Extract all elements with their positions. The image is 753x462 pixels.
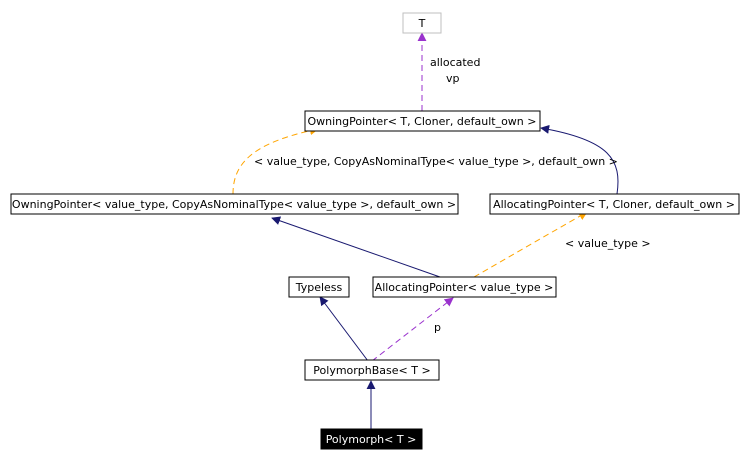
edge-allocating-cloner-to-owning-cloner: [540, 124, 619, 195]
node-t-label: T: [418, 17, 426, 30]
node-owning-pointer-value[interactable]: OwningPointer< value_type, CopyAsNominal…: [10, 193, 459, 215]
edge-polymorphbase-to-allocating-value: [371, 297, 454, 362]
node-polymorph[interactable]: Polymorph< T >: [320, 428, 423, 450]
edge-label-allocating-template-args: < value_type >: [565, 237, 651, 250]
node-allocating-pointer-cloner-label: AllocatingPointer< T, Cloner, default_ow…: [493, 198, 735, 211]
node-owning-pointer-cloner[interactable]: OwningPointer< T, Cloner, default_own >: [304, 110, 541, 132]
node-typeless[interactable]: Typeless: [288, 276, 350, 298]
edge-label-owning-template-args: < value_type, CopyAsNominalType< value_t…: [254, 155, 618, 168]
node-owning-pointer-value-label: OwningPointer< value_type, CopyAsNominal…: [12, 198, 456, 211]
node-polymorph-base[interactable]: PolymorphBase< T >: [304, 359, 440, 381]
node-allocating-pointer-value-label: AllocatingPointer< value_type >: [375, 281, 554, 294]
node-owning-pointer-cloner-label: OwningPointer< T, Cloner, default_own >: [307, 115, 536, 128]
node-typeless-label: Typeless: [295, 281, 343, 294]
node-polymorph-base-label: PolymorphBase< T >: [313, 364, 430, 377]
node-allocating-pointer-cloner[interactable]: AllocatingPointer< T, Cloner, default_ow…: [489, 193, 740, 215]
edge-owning-value-to-owning-cloner: [232, 126, 319, 195]
node-t[interactable]: T: [402, 12, 442, 34]
edge-polymorphbase-to-typeless: [319, 296, 369, 362]
node-allocating-pointer-value[interactable]: AllocatingPointer< value_type >: [372, 276, 557, 298]
edge-label-allocated: allocated: [430, 56, 480, 69]
edge-label-p: p: [434, 321, 441, 334]
node-polymorph-label: Polymorph< T >: [326, 433, 417, 446]
edge-label-vp: vp: [446, 72, 460, 85]
edge-allocating-value-to-owning-value: [271, 216, 441, 278]
edge-allocating-value-to-allocating-cloner: [473, 211, 588, 278]
